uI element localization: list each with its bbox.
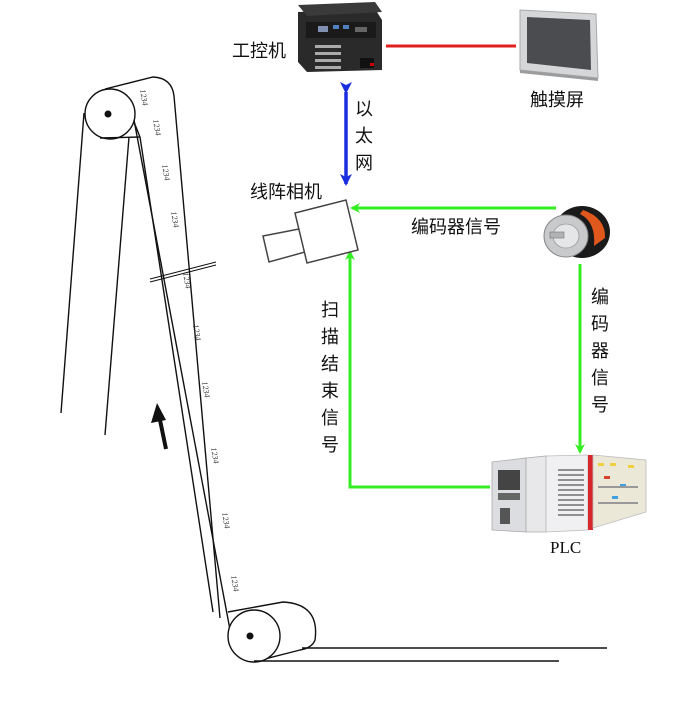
belt-mark: 1234 [160, 164, 172, 181]
line-camera-icon [262, 199, 359, 264]
bottom-roller-axle [246, 632, 254, 640]
encoder-signal-label-horizontal: 编码器信号 [411, 217, 501, 238]
top-roller-body [104, 76, 221, 619]
belt-mark: 1234 [138, 89, 150, 106]
plc-module-icon [491, 454, 647, 533]
bottom-roller [227, 609, 281, 663]
conveyor-belt [60, 76, 607, 663]
rotary-encoder-icon [543, 206, 610, 258]
belt-mark: 1234 [209, 447, 221, 464]
top-roller-axle [104, 110, 112, 118]
belt-splice [149, 261, 217, 280]
belt-mark: 1234 [220, 512, 232, 529]
arrow-up-icon [151, 403, 168, 450]
plc-camera-scan-end-link [345, 250, 490, 489]
belt-mark: 1234 [191, 324, 203, 341]
belt-return-strand-inner [104, 136, 130, 436]
belt-mark: 1234 [200, 381, 212, 398]
belt-return-strand-outer [60, 112, 85, 414]
belt-edge-left [133, 119, 232, 636]
scan-end-signal-label: 扫描结束信号 [321, 300, 339, 456]
belt-mark: 1234 [169, 211, 181, 228]
line-camera-label: 线阵相机 [250, 182, 322, 203]
belt-mark-group: 1234 1234 1234 1234 1234 1234 1234 1234 … [138, 89, 241, 592]
encoder-signal-label-vertical: 编码器信号 [591, 287, 609, 416]
ipc-label: 工控机 [232, 41, 286, 62]
belt-mark: 1234 [181, 272, 193, 289]
belt-mark: 1234 [229, 575, 241, 592]
belt-mark: 1234 [151, 119, 163, 136]
touch-panel-icon [519, 9, 599, 81]
touchscreen-label: 触摸屏 [530, 90, 584, 111]
industrial-pc-icon [298, 2, 382, 72]
plc-label: PLC [550, 538, 582, 557]
ethernet-label: 以太网 [355, 99, 373, 174]
